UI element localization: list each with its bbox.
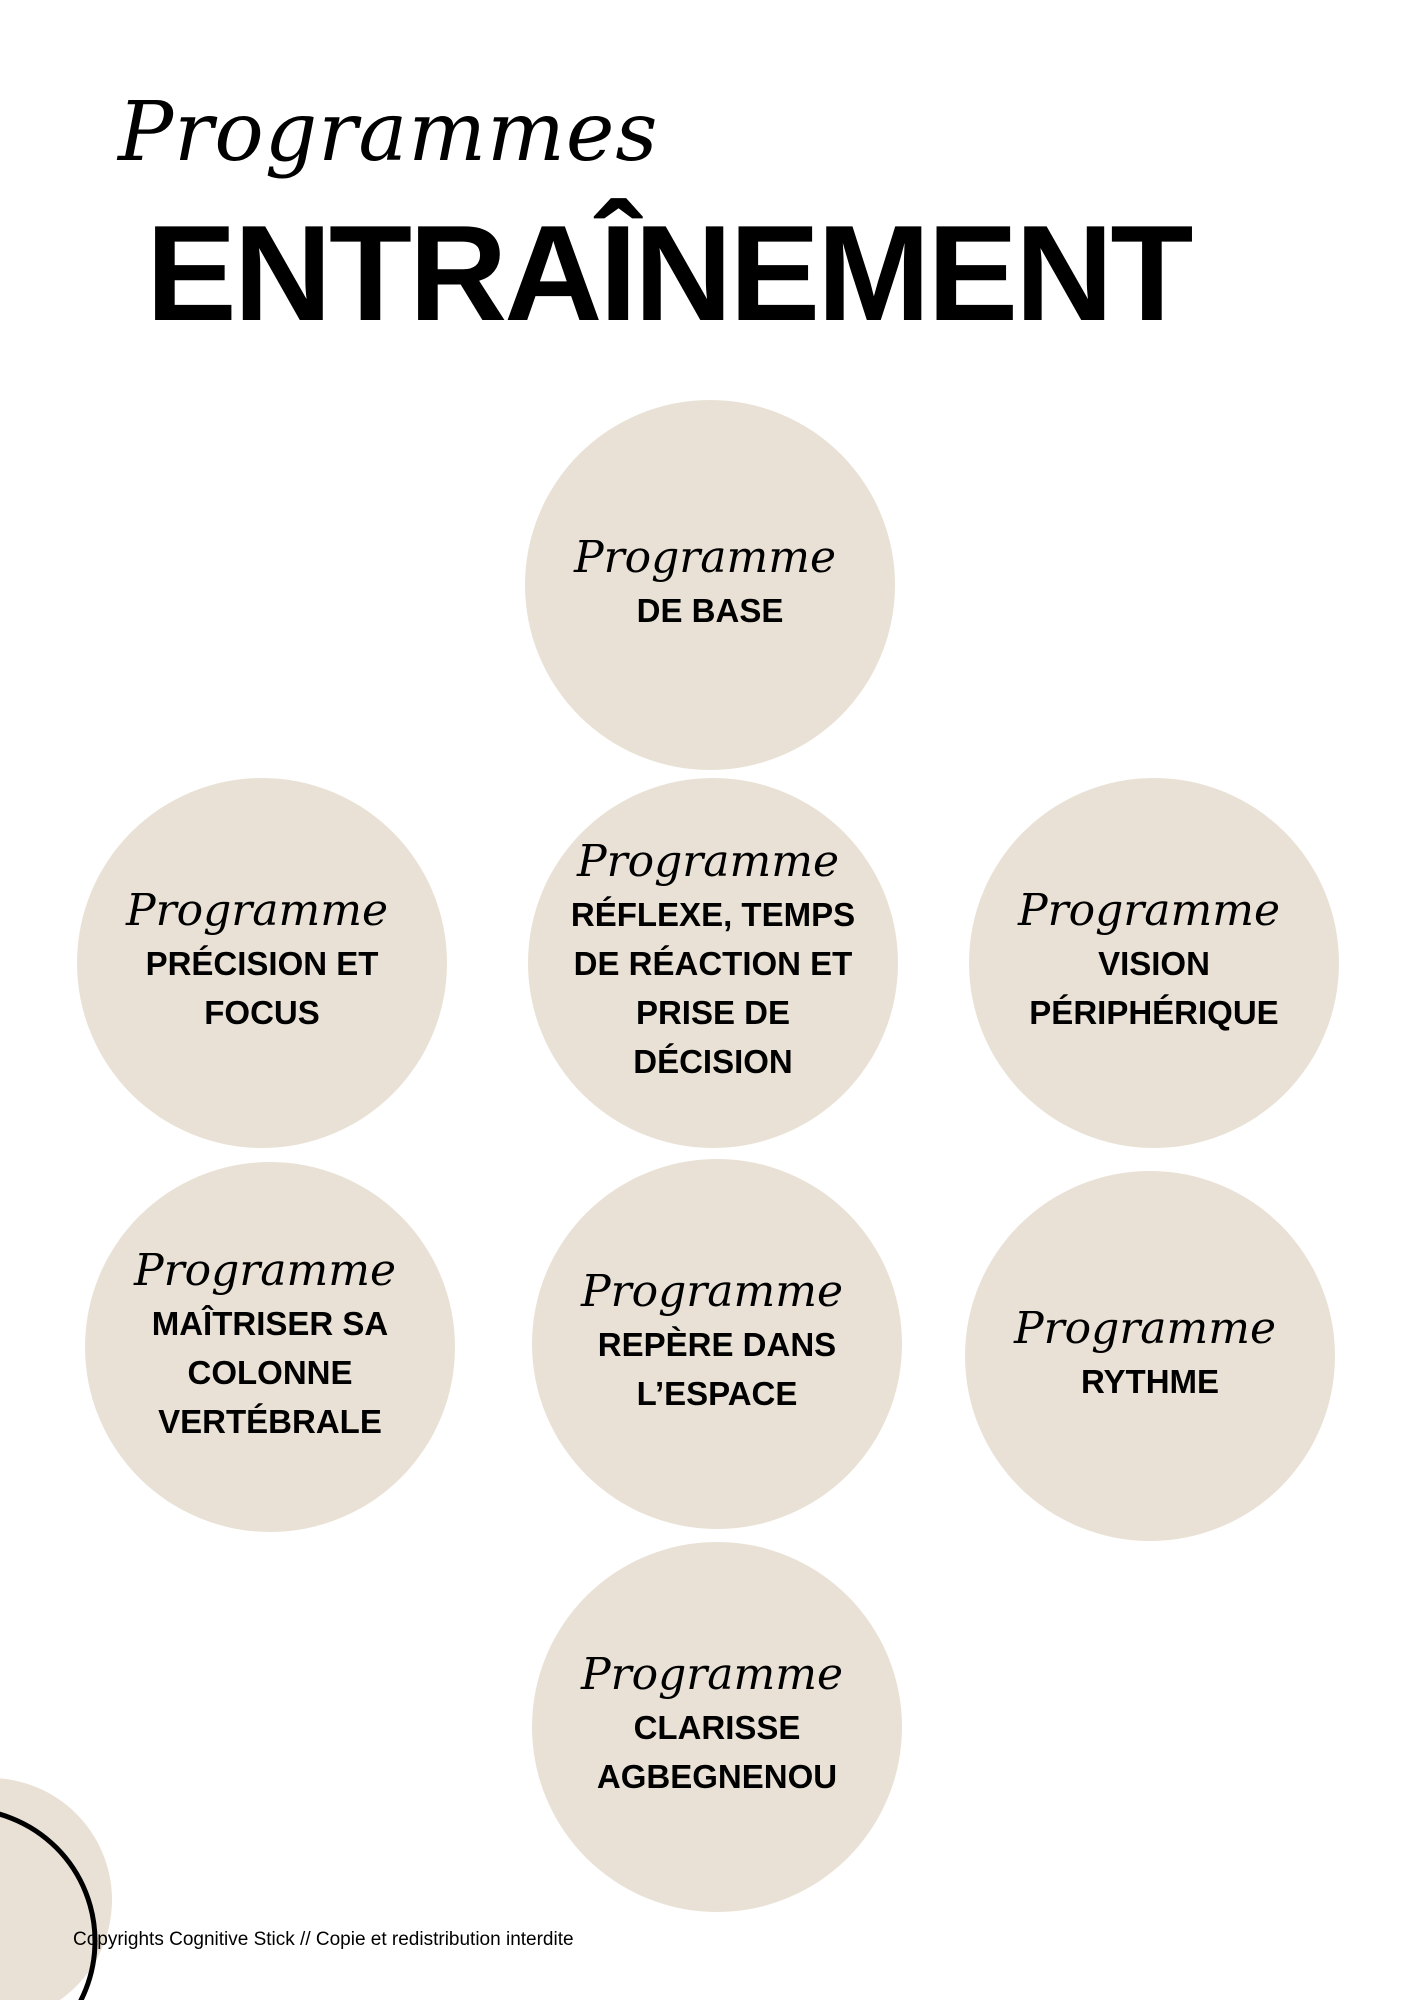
decorative-ring <box>0 1811 98 2000</box>
programme-circle-clarisse[interactable]: Programme CLARISSE AGBEGNENOU <box>532 1542 902 1912</box>
script-title: Programmes <box>118 85 659 180</box>
decorative-circle <box>0 1778 112 2000</box>
programme-circle-reflexe[interactable]: Programme RÉFLEXE, TEMPS DE RÉACTION ET … <box>528 778 898 1148</box>
corner-decoration <box>0 1778 112 2000</box>
programme-script-label: Programme <box>573 531 837 583</box>
programme-name: RÉFLEXE, TEMPS DE RÉACTION ET PRISE DE D… <box>570 896 856 1080</box>
programme-circle-vision[interactable]: Programme VISION PÉRIPHÉRIQUE <box>969 778 1339 1148</box>
programme-circle-rythme[interactable]: Programme RYTHME <box>965 1171 1335 1541</box>
programme-script-label: Programme <box>580 1266 844 1317</box>
programme-script-label: Programme <box>133 1244 397 1296</box>
programme-circle-base[interactable]: Programme DE BASE <box>525 400 895 770</box>
programme-name: PRÉCISION ET FOCUS <box>145 945 379 1031</box>
programme-script-label: Programme <box>580 1649 844 1700</box>
programme-name: DE BASE <box>636 591 784 629</box>
page-title: ENTRAÎNEMENT <box>146 197 1193 349</box>
programme-name: MAÎTRISER SA COLONNE VERTÉBRALE <box>151 1304 389 1440</box>
programme-script-label: Programme <box>576 836 840 887</box>
programme-name: VISION PÉRIPHÉRIQUE <box>1029 945 1279 1031</box>
programme-circle-precision[interactable]: Programme PRÉCISION ET FOCUS <box>77 778 447 1148</box>
programme-name: REPÈRE DANS L’ESPACE <box>597 1326 837 1412</box>
programme-script-label: Programme <box>1017 885 1281 936</box>
copyright-footer: Copyrights Cognitive Stick // Copie et r… <box>73 1929 574 1950</box>
programme-name: RYTHME <box>1080 1362 1220 1400</box>
programme-script-label: Programme <box>1013 1302 1277 1354</box>
programme-script-label: Programme <box>125 885 389 936</box>
programme-name: CLARISSE AGBEGNENOU <box>596 1709 838 1795</box>
programme-circle-colonne[interactable]: Programme MAÎTRISER SA COLONNE VERTÉBRAL… <box>85 1162 455 1532</box>
programme-circle-repere[interactable]: Programme REPÈRE DANS L’ESPACE <box>532 1159 902 1529</box>
